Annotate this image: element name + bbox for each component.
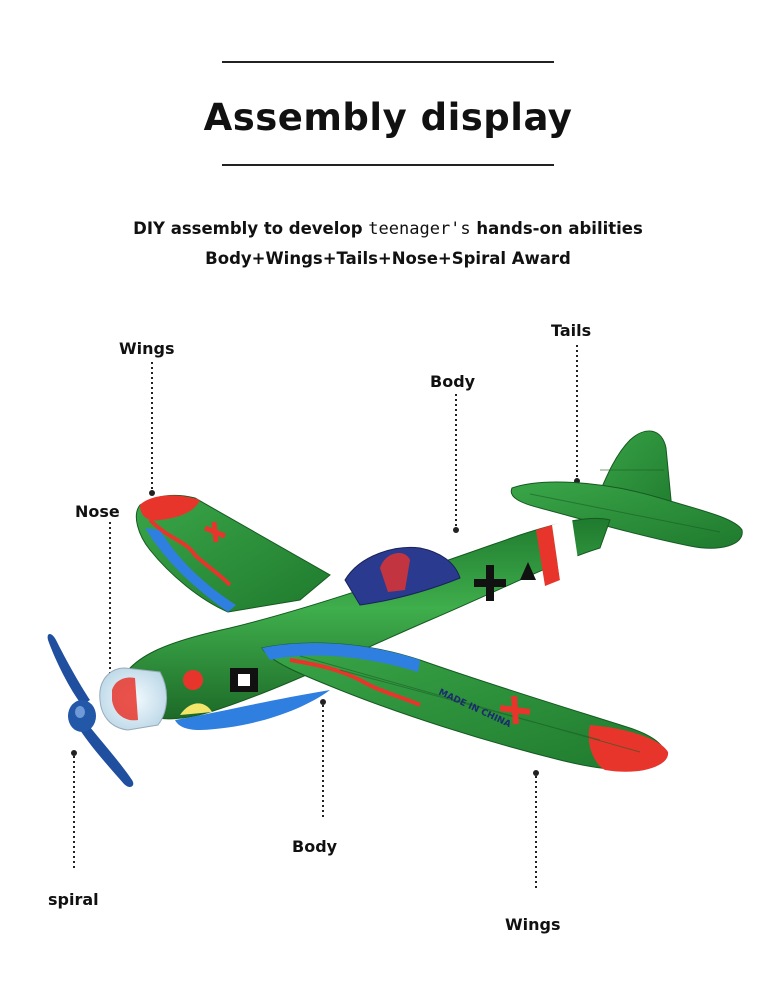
label-spiral: spiral	[48, 890, 99, 909]
subtitle-post: hands-on abilities	[476, 219, 643, 238]
wing-top-blue-edge	[145, 528, 236, 612]
tail-stabilizer	[510, 481, 743, 549]
wing-top-red-tip	[140, 495, 200, 521]
label-wings-bottom: Wings	[505, 915, 561, 934]
subtitle-line-1: DIY assembly to develop teenager's hands…	[0, 219, 776, 239]
subtitle-handwritten-word: teenager's	[368, 219, 471, 239]
leader-lines	[73, 345, 578, 890]
wing-bottom-blue-edge	[262, 643, 420, 672]
wing-bottom-cross	[499, 695, 531, 725]
header-rule-bottom	[222, 164, 554, 166]
fuselage-red-dot	[183, 670, 203, 690]
wing-top	[135, 494, 331, 613]
wing-top-cross	[204, 521, 226, 543]
label-tails: Tails	[551, 321, 592, 340]
fuselage-yellow-mark	[180, 703, 212, 715]
propeller	[47, 634, 134, 787]
label-wings-top: Wings	[119, 339, 175, 358]
label-body-top: Body	[430, 372, 476, 391]
header-rule-top	[222, 61, 554, 63]
page-title: Assembly display	[203, 96, 573, 139]
fuselage-white-band	[552, 519, 580, 580]
label-body-bottom: Body	[292, 837, 338, 856]
fuselage-red-band	[536, 525, 560, 586]
label-nose: Nose	[75, 502, 120, 521]
subtitle-pre: DIY assembly to develop	[133, 219, 363, 238]
fuselage-belly	[175, 690, 330, 730]
fuselage-cross	[474, 562, 536, 601]
subtitle-line-2: Body+Wings+Tails+Nose+Spiral Award	[205, 249, 571, 268]
pilot	[380, 553, 410, 592]
